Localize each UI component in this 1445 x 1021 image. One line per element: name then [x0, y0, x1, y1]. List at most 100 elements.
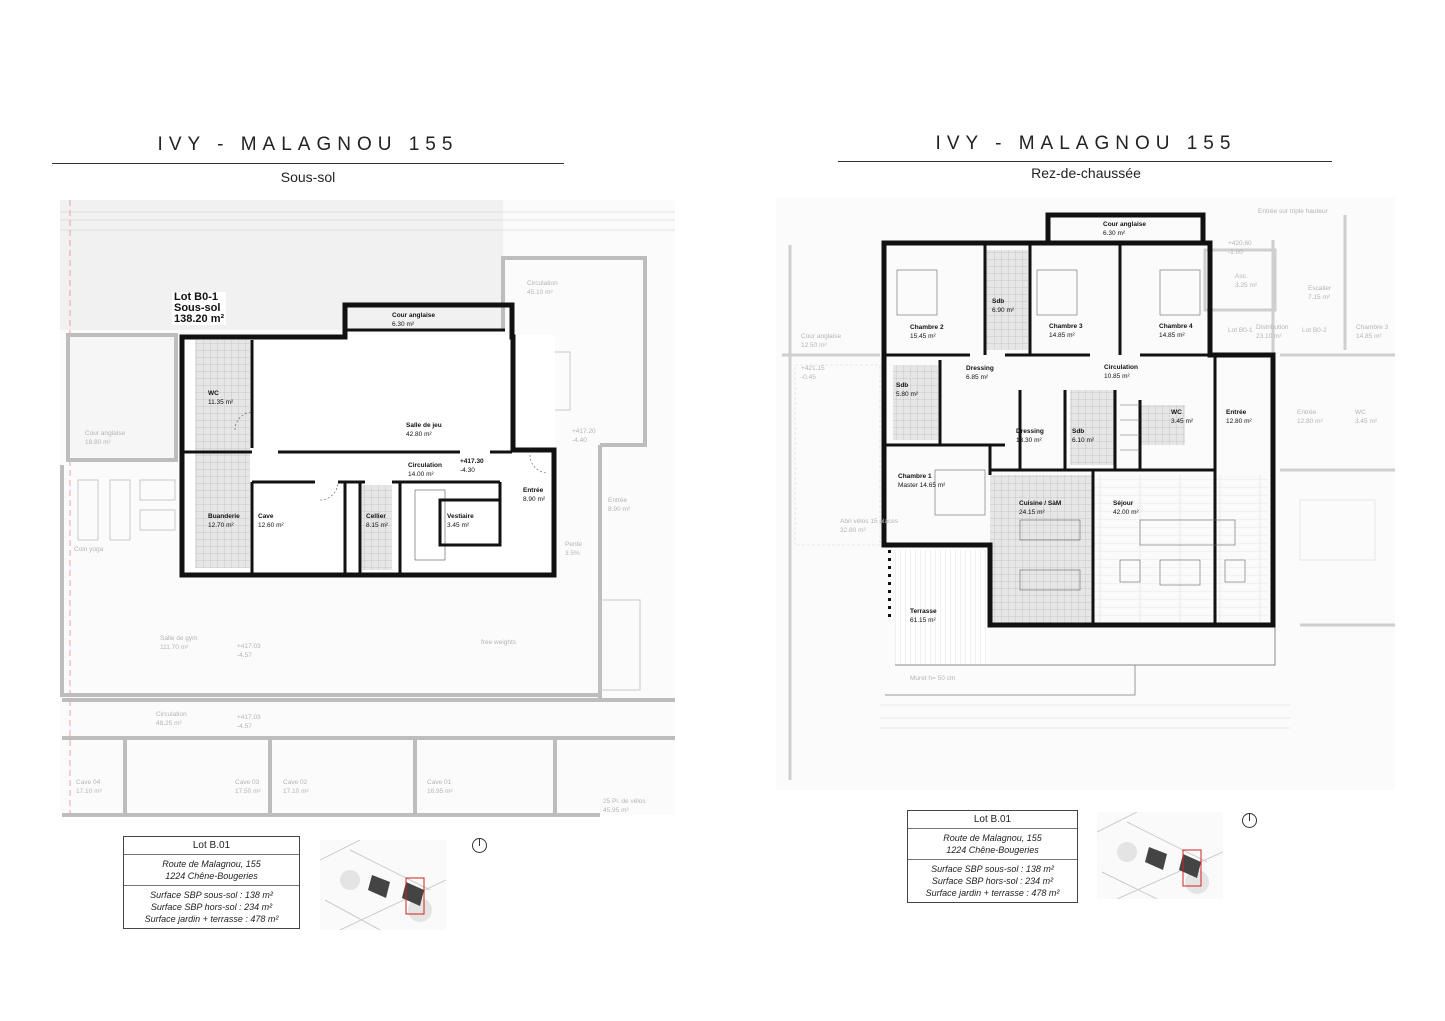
room-area: 23.10 m²: [1256, 333, 1282, 340]
context-room-label: free weights: [481, 638, 516, 647]
context-room-label: Escalier 7.15 m²: [1308, 284, 1331, 302]
room-name: Cour anglaise: [392, 312, 435, 319]
room-area: 5.80 m²: [896, 391, 919, 398]
room-area: 17.50 m²: [235, 788, 261, 795]
room-area: 12.80 m²: [1226, 418, 1252, 425]
room-name: Circulation: [408, 462, 442, 469]
site-plan-thumbnail: [320, 840, 446, 930]
room-area: -4.30: [460, 467, 475, 474]
lot-b0-1-tag: Lot B0-1 Sous-sol 138.20 m²: [172, 292, 227, 325]
room-name: +421.15: [801, 365, 825, 372]
room-name: Chambre 4: [1159, 323, 1193, 330]
room-name: Cour anglaise: [801, 333, 842, 340]
room-label: Cour anglaise 6.30 m²: [392, 311, 435, 329]
surface-line: Surface SBP sous-sol : 138 m²: [931, 864, 1054, 874]
room-area: 7.15 m²: [1308, 294, 1331, 301]
room-name: Entrée: [523, 487, 544, 494]
room-name: Escalier: [1308, 285, 1332, 292]
lot-tag-line: 138.20 m²: [174, 313, 225, 325]
site-plan-thumbnail: [1097, 812, 1223, 899]
room-name: Sdb: [896, 382, 909, 389]
lot-number: Lot B.01: [908, 811, 1077, 829]
room-label: Circulation 14.00 m²: [408, 461, 442, 479]
room-area: 15.45 m²: [910, 333, 936, 340]
address-line: Route de Malagnou, 155: [943, 833, 1042, 843]
room-label: Sdb 6.90 m²: [992, 297, 1014, 315]
room-name: Entrée sur triple hauteur: [1258, 208, 1328, 215]
room-area: 8.90 m²: [608, 506, 631, 513]
room-area: 6.10 m²: [1072, 437, 1095, 444]
room-area: 61.15 m²: [910, 617, 936, 624]
context-room-label: Asc. 3.25 m²: [1235, 272, 1257, 290]
room-area: -4.40: [572, 437, 587, 444]
room-area: 45.95 m²: [603, 807, 629, 814]
room-area: 3.25 m²: [1235, 282, 1258, 289]
left-title-rule: [52, 163, 564, 164]
room-name: +417.03: [237, 643, 261, 650]
context-room-label: Lot B0-2: [1302, 326, 1327, 335]
room-area: 45.10 m²: [527, 289, 553, 296]
room-name: Entrée: [608, 497, 628, 504]
room-area: 10.85 m²: [1104, 373, 1130, 380]
room-area: 14.00 m²: [408, 471, 434, 478]
room-name: Abri vélos 15 places: [840, 518, 899, 525]
room-name: Chambre 3: [1049, 323, 1083, 330]
room-area: 6.30 m²: [392, 321, 415, 328]
room-name: Asc.: [1235, 273, 1248, 280]
address-line: Route de Malagnou, 155: [162, 859, 261, 869]
room-name: Cellier: [366, 513, 386, 520]
room-name: 25 Pl. de vélos: [603, 798, 646, 805]
room-area: 42.00 m²: [1113, 509, 1139, 516]
room-name: Entrée: [1297, 409, 1317, 416]
right-info-box: Lot B.01 Route de Malagnou, 155 1224 Chên…: [907, 810, 1078, 903]
right-subtitle: Rez-de-chaussée: [1031, 165, 1141, 181]
room-area: 6.85 m²: [966, 374, 989, 381]
room-area: 16.95 m²: [427, 788, 453, 795]
lot-tag-line: Sous-sol: [174, 302, 221, 314]
room-label: Chambre 4 14.85 m²: [1159, 322, 1193, 340]
address-line: 1224 Chêne-Bougeries: [946, 845, 1039, 855]
room-name: Chambre 2: [910, 324, 944, 331]
room-area: 3.45 m²: [1171, 418, 1194, 425]
surface-line: Surface SBP hors-sol : 234 m²: [150, 902, 273, 912]
room-name: Chambre 3: [1356, 324, 1389, 331]
room-name: Lot B0-1: [1228, 327, 1253, 334]
room-area: 17.10 m²: [76, 788, 102, 795]
room-name: +417.30: [460, 458, 484, 465]
room-name: Cour anglaise: [85, 430, 126, 437]
room-area: 48.25 m²: [156, 720, 182, 727]
room-area: 12.80 m²: [1297, 418, 1323, 425]
rez-de-chaussee-plan: [776, 197, 1395, 790]
room-area: 14.85 m²: [1159, 332, 1185, 339]
room-name: Lot B0-2: [1302, 327, 1327, 334]
lot-number: Lot B.01: [124, 837, 299, 855]
room-name: Sdb: [992, 298, 1005, 305]
context-room-label: Entrée 12.80 m²: [1297, 408, 1323, 426]
left-subtitle: Sous-sol: [280, 169, 336, 185]
room-area: 6.90 m²: [992, 307, 1015, 314]
context-room-label: Lot B0-1: [1228, 326, 1253, 335]
surface-line: Surface SBP sous-sol : 138 m²: [150, 890, 273, 900]
room-area: 13.30 m²: [1016, 437, 1042, 444]
context-room-label: +421.15-0.45: [801, 364, 825, 382]
